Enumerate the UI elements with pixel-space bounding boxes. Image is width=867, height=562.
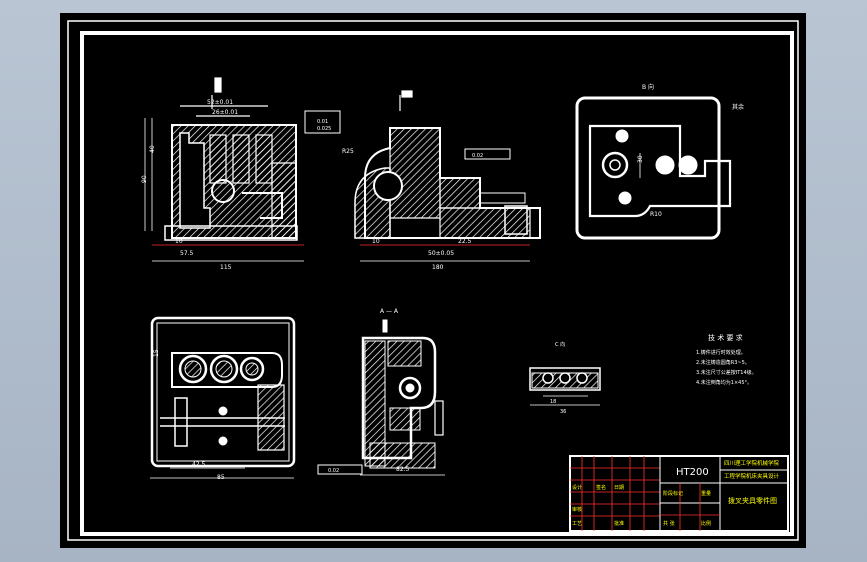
drawing-sheet: 52±0.01 26±0.01 40 90 57.5 115 10 0.01 0… <box>67 20 799 541</box>
tol-4: 0.02 <box>328 468 339 474</box>
tech-req-title: 技 术 要 求 <box>708 333 743 342</box>
section-c <box>529 367 601 406</box>
part-name: 拨叉夹具零件图 <box>728 496 777 505</box>
dim-57: 57.5 <box>180 250 194 257</box>
view-label-a: A — A <box>380 308 399 315</box>
tol-1: 0.01 <box>317 119 328 125</box>
section-a <box>317 319 445 476</box>
view-label-c: C 向 <box>555 341 565 348</box>
dim-10-side: 10 <box>372 238 380 245</box>
dim-r25: R25 <box>342 148 354 155</box>
title-block <box>569 455 789 532</box>
tech-req-line-4: 4.未注倒角均为1×45°。 <box>696 379 752 386</box>
tech-req-line-1: 1.铸件进行时效处理。 <box>696 349 746 356</box>
dim-50: 50±0.05 <box>428 250 454 257</box>
outer-frame <box>67 20 799 541</box>
tech-req-line-3: 3.未注尺寸公差按IT14级。 <box>696 369 757 376</box>
dim-85: 85 <box>217 474 225 481</box>
view-label-b: B 向 <box>642 83 654 91</box>
tb-label-scale: 比例 <box>701 520 711 527</box>
roughness-note: 其余 <box>732 103 744 111</box>
dim-42: 42.5 <box>192 461 206 468</box>
tb-label-approve: 批准 <box>614 520 624 527</box>
tech-req-line-2: 2.未注铸造圆角R3~5。 <box>696 359 750 366</box>
dim-30: 30 <box>637 155 644 163</box>
inner-frame <box>80 31 794 536</box>
project-name: 工程学院机床夹具设计 <box>724 472 780 480</box>
top-view-b <box>575 96 732 240</box>
tol-2: 0.025 <box>317 126 331 132</box>
bottom-view <box>150 316 296 479</box>
dim-40: 40 <box>149 145 156 153</box>
dim-26: 26±0.01 <box>212 109 238 116</box>
side-section <box>354 90 541 262</box>
tb-label-sign: 签名 <box>596 484 606 491</box>
dim-18: 18 <box>550 399 556 405</box>
dim-52: 52±0.01 <box>207 99 233 106</box>
tb-label-design: 设计 <box>572 484 582 491</box>
dim-10-front: 10 <box>175 238 183 245</box>
dim-22: 22.5 <box>458 238 472 245</box>
dim-36: 36 <box>560 409 566 415</box>
material-label: HT200 <box>676 467 709 478</box>
dim-180: 180 <box>432 264 444 271</box>
tb-label-date: 日期 <box>614 485 624 491</box>
tb-label-process: 工艺 <box>572 521 582 527</box>
tb-label-check: 审核 <box>572 506 582 513</box>
school-name: 四川理工学院机械学院 <box>724 459 780 467</box>
dim-115: 115 <box>220 264 232 271</box>
tb-label-weight: 重量 <box>701 490 711 497</box>
tol-3: 0.02 <box>472 153 483 159</box>
tb-label-sheet: 共 张 <box>663 520 675 527</box>
dim-82: 82.5 <box>396 466 410 473</box>
tb-label-stage: 阶段标记 <box>663 490 683 497</box>
dim-90: 90 <box>141 175 148 183</box>
cad-drawing-viewport[interactable]: 52±0.01 26±0.01 40 90 57.5 115 10 0.01 0… <box>60 13 806 548</box>
front-view <box>144 77 341 262</box>
dim-r10: R10 <box>650 211 662 218</box>
dim-15: 15 <box>153 349 160 357</box>
